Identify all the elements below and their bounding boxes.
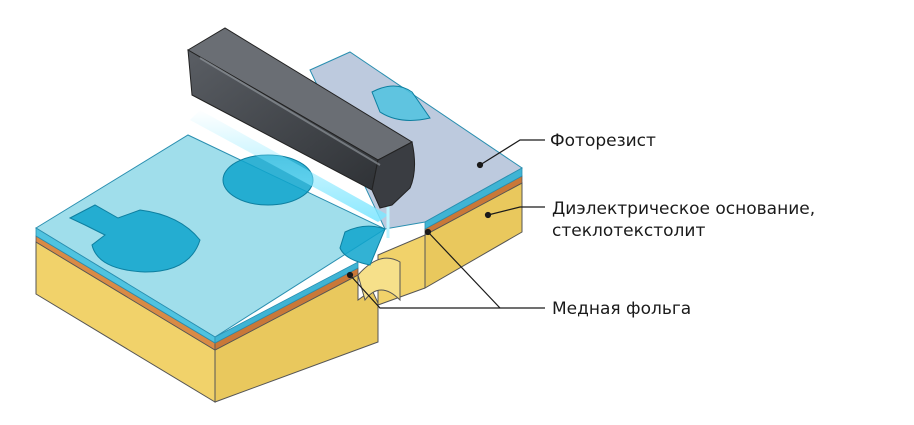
photoresist-unexposed-edge	[424, 167, 523, 230]
pad-back	[371, 85, 431, 121]
laser-light-glow	[190, 110, 388, 222]
label-photoresist: Фоторезист	[550, 131, 656, 151]
leader-dielectric-dot	[484, 211, 492, 219]
leader-copper-2	[427, 231, 501, 309]
leader-photoresist	[479, 139, 545, 166]
label-dielectric-line1: Диэлектрическое основание,	[552, 199, 816, 219]
label-dielectric: Диэлектрическое основание, стеклотекстол…	[552, 198, 815, 242]
leader-copper-dot-2	[424, 228, 432, 236]
photoresist-right-edge	[214, 261, 359, 344]
dielectric-right-face	[214, 274, 379, 403]
head-end-face	[371, 141, 416, 209]
leader-copper-1	[349, 274, 545, 309]
pad-center	[222, 154, 314, 206]
leader-photoresist-dot	[476, 161, 484, 169]
exposure-head	[187, 27, 416, 209]
leader-copper-dot-1	[346, 271, 354, 279]
via-cut	[357, 257, 401, 302]
leader-dielectric	[487, 206, 545, 216]
head-highlight	[199, 57, 381, 166]
label-copper-foil: Медная фольга	[552, 299, 692, 319]
label-dielectric-line2: стеклотекстолит	[552, 221, 706, 241]
dielectric-base	[35, 182, 523, 403]
leader-lines	[346, 139, 545, 309]
trace-pad-left	[68, 204, 201, 273]
pad-right-edge	[339, 225, 386, 266]
